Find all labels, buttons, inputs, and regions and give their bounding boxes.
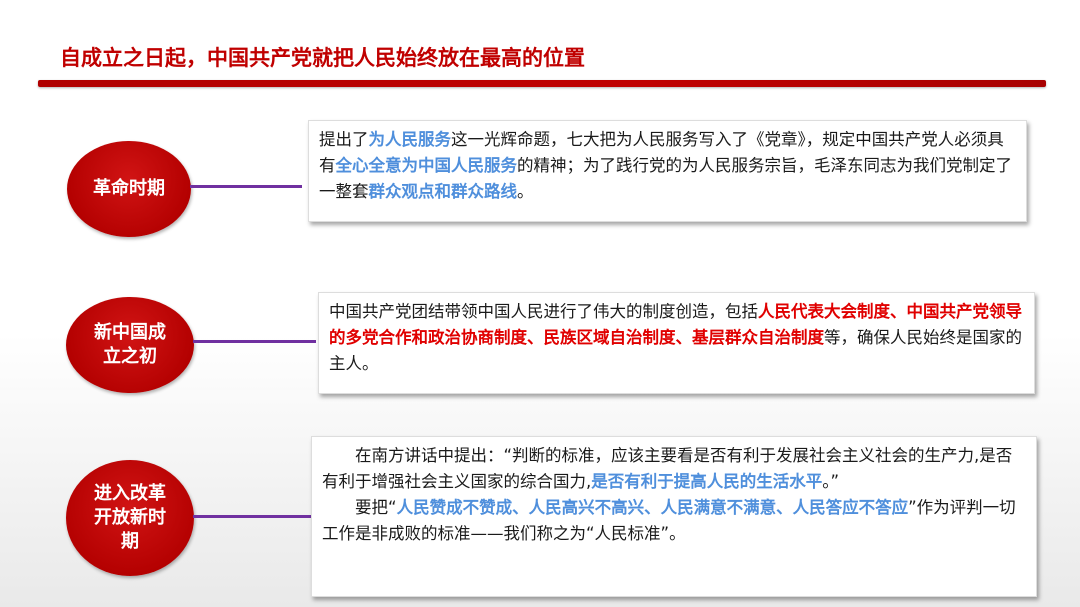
period-text-box: 提出了为人民服务这一光辉命题，七大把为人民服务写入了《党章》，规定中国共产党人必… bbox=[308, 120, 1027, 222]
period-paragraph: 要把“人民赞成不赞成、人民高兴不高兴、人民满意不满意、人民答应不答应”作为评判一… bbox=[322, 495, 1026, 547]
page-title: 自成立之日起，中国共产党就把人民始终放在最高的位置 bbox=[60, 46, 585, 70]
period-paragraph: 提出了为人民服务这一光辉命题，七大把为人民服务写入了《党章》，规定中国共产党人必… bbox=[319, 127, 1016, 205]
text-segment: 。 bbox=[517, 182, 534, 201]
period-label: 新中国成立之初 bbox=[94, 322, 166, 367]
period-circle-reform: 进入改革开放新时期 bbox=[66, 460, 194, 576]
connector-line bbox=[190, 185, 302, 188]
text-segment: 要把“ bbox=[355, 498, 397, 517]
period-paragraph: 中国共产党团结带领中国人民进行了伟大的制度创造，包括人民代表大会制度、中国共产党… bbox=[329, 299, 1024, 377]
text-segment: 的精神；为了践行党的为人民服务宗旨，毛泽东同志为我们党制定了一整套 bbox=[319, 156, 1012, 201]
text-segment: 提出了 bbox=[319, 130, 369, 149]
text-segment: ”作为评判一切工作是非成败的标准——我们称之为“人民标准”。 bbox=[322, 498, 1016, 543]
period-label: 革命时期 bbox=[93, 178, 165, 199]
period-circle-revolution: 革命时期 bbox=[67, 141, 191, 237]
connector-line bbox=[193, 340, 316, 343]
highlight-text: 为人民服务 bbox=[368, 130, 452, 149]
text-segment: 这一光辉命题，七大把为人民服务写入了《党章》，规定中国共产党人必须具有 bbox=[319, 130, 1004, 175]
connector-line bbox=[193, 515, 311, 518]
highlight-text: 是否有利于提高人民的生活水平 bbox=[591, 472, 823, 491]
text-segment: 在南方讲话中提出：“判断的标准，应该主要看是否有利于发展社会主义社会的生产力,是… bbox=[322, 446, 1013, 491]
period-text-box: 在南方讲话中提出：“判断的标准，应该主要看是否有利于发展社会主义社会的生产力,是… bbox=[311, 436, 1037, 597]
period-text-box: 中国共产党团结带领中国人民进行了伟大的制度创造，包括人民代表大会制度、中国共产党… bbox=[318, 292, 1035, 394]
period-label: 进入改革开放新时期 bbox=[94, 483, 166, 552]
title-underline bbox=[38, 80, 1046, 87]
period-circle-new-china: 新中国成立之初 bbox=[66, 297, 194, 393]
period-paragraph: 在南方讲话中提出：“判断的标准，应该主要看是否有利于发展社会主义社会的生产力,是… bbox=[322, 443, 1026, 495]
text-segment: 。” bbox=[822, 472, 840, 491]
text-segment: 等，确保人民始终是国家的主人。 bbox=[329, 328, 1022, 373]
highlight-text: 人民代表大会制度、中国共产党领导的多党合作和政治协商制度、民族区域自治制度、基层… bbox=[329, 302, 1022, 347]
highlight-text: 群众观点和群众路线 bbox=[368, 182, 518, 201]
highlight-text: 人民赞成不赞成、人民高兴不高兴、人民满意不满意、人民答应不答应 bbox=[396, 498, 909, 517]
highlight-text: 全心全意为中国人民服务 bbox=[335, 156, 518, 175]
text-segment: 中国共产党团结带领中国人民进行了伟大的制度创造，包括 bbox=[329, 302, 758, 321]
